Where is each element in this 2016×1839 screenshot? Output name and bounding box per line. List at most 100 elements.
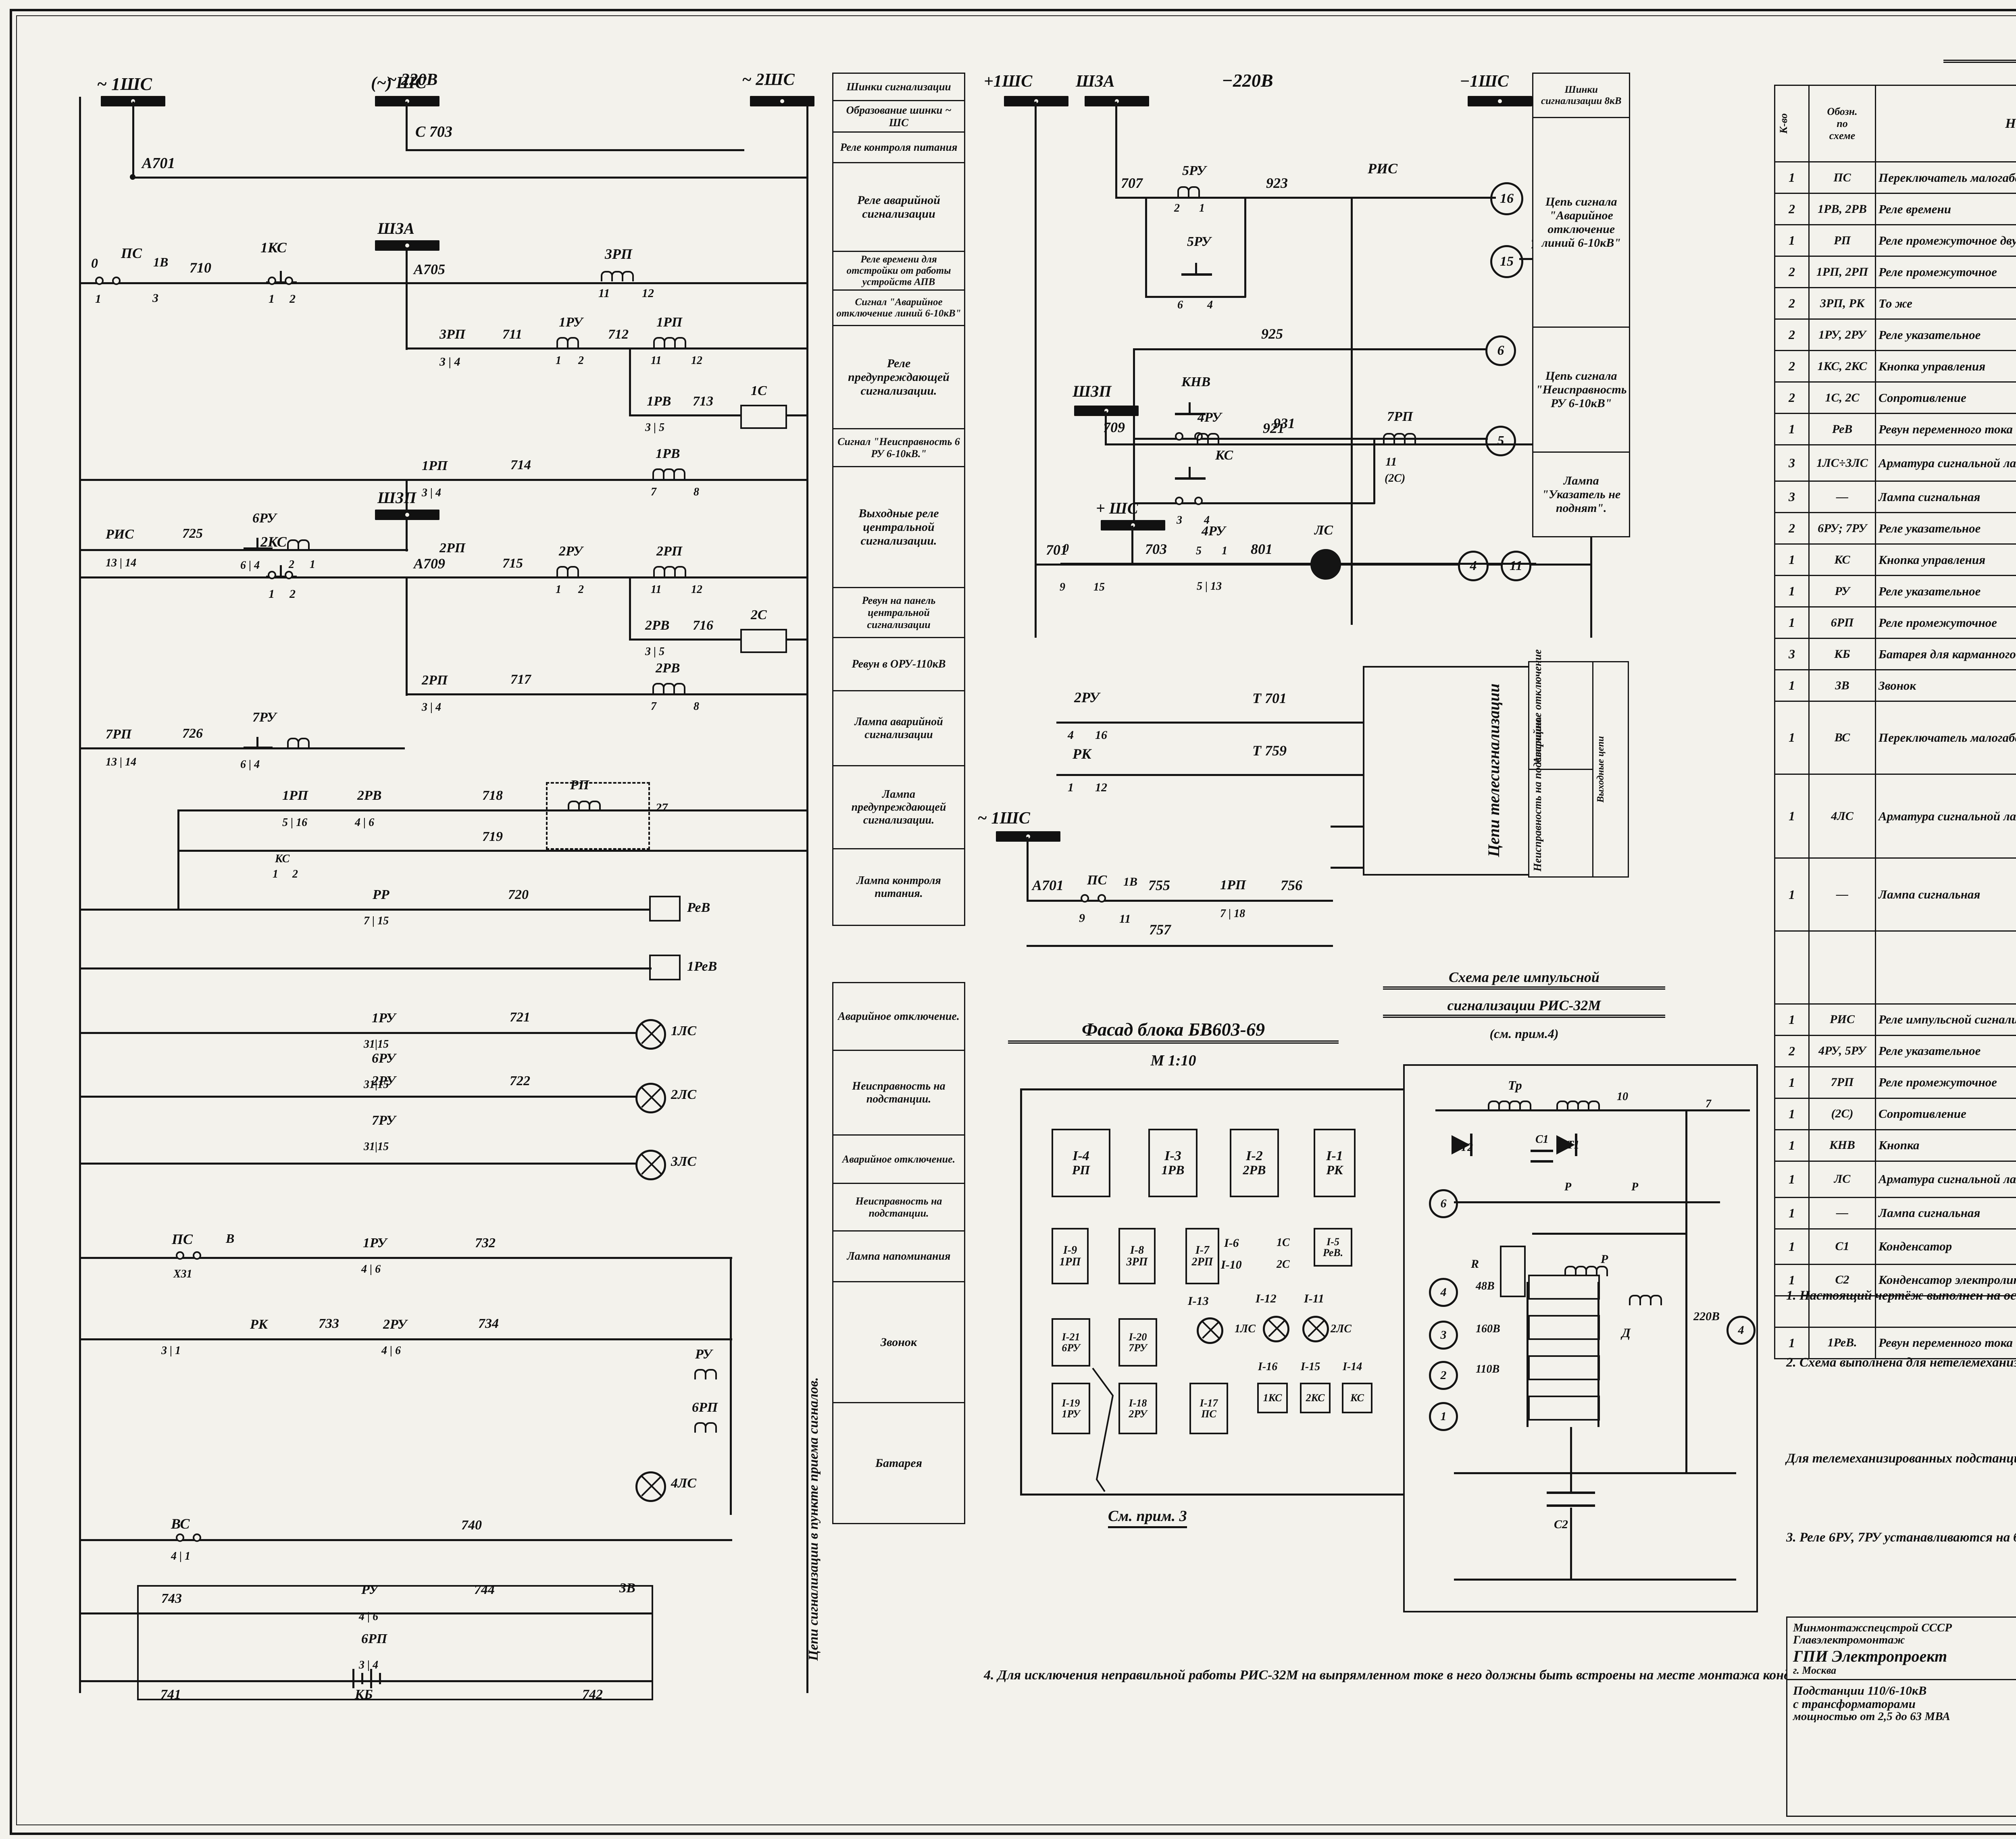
label-1ru-2: 2 (578, 354, 584, 367)
facade-i4-dev: РП (1072, 1163, 1090, 1177)
impulse-diodes (1452, 1134, 1577, 1156)
facade-i14-pos: I-14 (1343, 1361, 1362, 1373)
wire-row-726 (79, 747, 405, 749)
label-2rv-8: 8 (694, 700, 699, 713)
facade-i9-pos: I-9 (1063, 1244, 1077, 1257)
label-mid-515: 5 | 13 (1197, 580, 1222, 593)
resistor-2c (740, 629, 787, 653)
cell-name: Звонок (1875, 669, 2016, 702)
label-rev: РеВ (687, 900, 710, 915)
tb-object-l2: с трансформаторами (1793, 1696, 1916, 1711)
facade-i18-pos: I-18 (1129, 1397, 1147, 1409)
table-row: 1—Лампа сигнальнаяРНЦ-220/10220В, 10Вт (1774, 1196, 2016, 1229)
label-719: 719 (482, 829, 503, 844)
impulse-terminal-4: 4 (1429, 1278, 1458, 1307)
cell-name: Арматура сигнальной лампы с белой линзой (1875, 773, 2016, 859)
facade-i8-pos: I-8 (1130, 1244, 1144, 1257)
label-1rev: 1РеВ (687, 959, 717, 974)
table-row: 1(2С)СопротивлениеПЭ-50300ом (1774, 1097, 2016, 1130)
left-rot-label: Цепи сигнализации в пункте приема сигнал… (806, 1377, 821, 1661)
impulse-label-7: 7 (1706, 1098, 1711, 1110)
equip-th-name: Наименование (1875, 85, 2016, 162)
cell-designation: (2С) (1808, 1097, 1876, 1130)
label-1rp: 1РП (656, 315, 683, 330)
cell-designation (1808, 930, 1876, 1005)
cell-designation: С1 (1808, 1228, 1876, 1265)
busbar-2shs (750, 96, 814, 106)
label-zv: ЗВ (619, 1581, 635, 1596)
lamp-3ls (635, 1150, 666, 1180)
facade-i17-dev: ПС (1201, 1408, 1216, 1420)
facade-button-i14: КС (1342, 1383, 1372, 1413)
tb-org-city: г. Москва (1793, 1664, 1837, 1676)
label-2rp-c2: 2РП (422, 673, 448, 688)
label-5ru-2: 2 (1174, 202, 1180, 214)
label-1rp-516: 5 | 16 (282, 816, 308, 829)
label-741: 741 (160, 1687, 181, 1702)
busbar-220v-label: ~ 220В (387, 71, 438, 89)
label-7ru-64: 6 | 4 (240, 758, 260, 771)
facade-button-i15: 2КС (1300, 1383, 1331, 1413)
facade-i16-dev: 1КС (1263, 1392, 1282, 1404)
facade-title: Фасад блока БВ603-69 (1008, 1019, 1339, 1044)
label-7rp-11: 11 (1385, 455, 1397, 468)
cell-designation: 6РП (1808, 606, 1876, 639)
facade-i15-pos: I-15 (1301, 1361, 1320, 1373)
facade-i7-dev: 2РП (1191, 1256, 1213, 1268)
label-rp-715: 7 | 15 (364, 915, 389, 927)
label-2ru-e: 2РУ (372, 1073, 396, 1088)
facade-i1-pos: I-1 (1326, 1148, 1343, 1164)
label-6rp-bot-34: 3 | 4 (359, 1659, 379, 1671)
label-c703: С 703 (415, 123, 452, 140)
desc-18: Лампа напоминания (832, 1230, 965, 1282)
cell-designation: ЛС (1808, 1160, 1876, 1198)
imp-w9 (1570, 1508, 1572, 1580)
label-744: 744 (474, 1582, 495, 1597)
label-7ru-3115: 31|15 (364, 1140, 389, 1153)
label-757: 757 (1149, 922, 1171, 938)
impulse-cap-c1 (1531, 1150, 1553, 1166)
mid-row-923 (1115, 197, 1518, 199)
label-3rp-34: 3 | 4 (439, 355, 460, 368)
cell-qty: 1 (1774, 1228, 1810, 1265)
label-3rp-11: 11 (598, 287, 610, 300)
label-2ks-2: 2 (289, 587, 296, 601)
cell-qty: 1 (1774, 701, 1810, 775)
label-1ru-e: 1РУ (372, 1011, 396, 1026)
label-1rv-7: 7 (651, 486, 656, 498)
cell-qty: 1 (1774, 543, 1810, 576)
contact-2ks (266, 565, 297, 588)
label-2rv: 2РВ (645, 618, 670, 633)
wire-row-718 (177, 809, 808, 811)
label-925: 925 (1261, 326, 1283, 342)
imp-w3 (1532, 1233, 1685, 1235)
facade-item-i7: I-7 2РП (1185, 1228, 1219, 1284)
facade-item-i8: I-8 3РП (1118, 1228, 1156, 1284)
label-2ru: 2РУ (559, 544, 583, 559)
mdesc-2: Цепь сигнала "Неисправность РУ 6-10кВ" (1532, 327, 1631, 453)
table-row: 1С1КонденсаторМБГО2мкФ 160ВВстроены в РИ… (1774, 1228, 2016, 1265)
label-7rp-mid: 7РП (1387, 409, 1413, 424)
label-vs-41: 4 | 1 (171, 1550, 191, 1562)
label-rk-12: 12 (1095, 781, 1107, 794)
mid-ris-top (1351, 197, 1496, 199)
mdesc-0: Шинки сигнализации 8кВ (1532, 73, 1631, 118)
label-1ru-3115: 31|15 (364, 1038, 389, 1051)
label-ru-low: РУ (695, 1347, 712, 1362)
label-4ls: 4ЛС (671, 1476, 697, 1491)
label-kb: КБ (355, 1687, 373, 1702)
label-mid-9b: 9 (1079, 911, 1085, 925)
wire-a701 (132, 177, 808, 179)
ts-lead1 (1331, 722, 1364, 724)
left-description-column: Шинки сигнализации Образование шинки ~ Ш… (832, 73, 965, 926)
equipment-table-title: Перечень аппаратуры. (1943, 35, 2016, 63)
impulse-res-tap4 (1528, 1396, 1600, 1421)
